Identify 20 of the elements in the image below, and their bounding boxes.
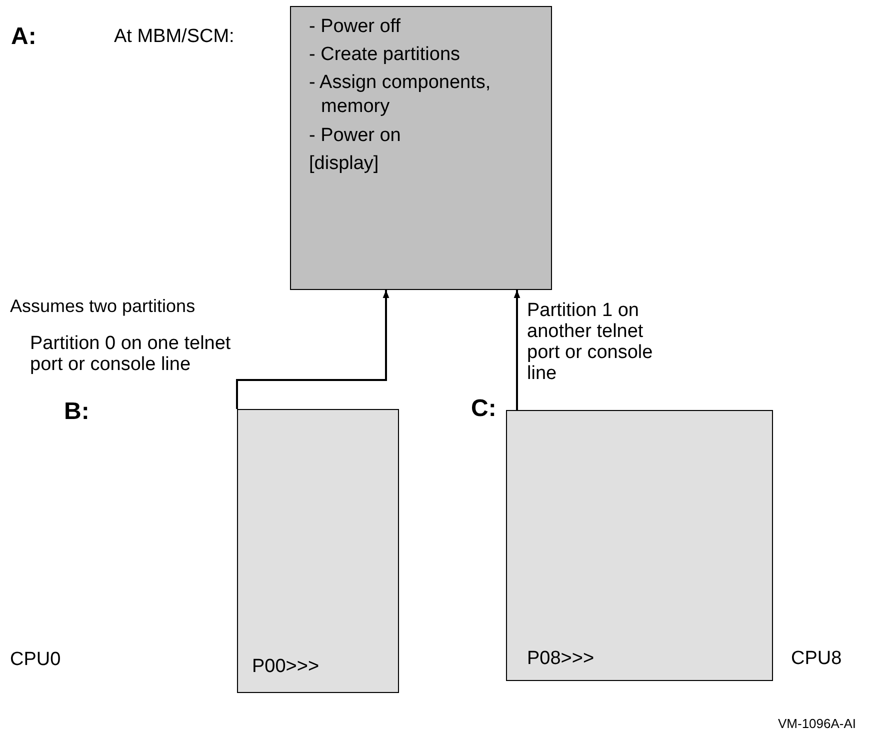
cpu-label: CPU0 <box>10 648 61 672</box>
section-letter: A: <box>11 25 36 49</box>
panel-box <box>237 409 399 693</box>
connector-arrow <box>514 290 520 410</box>
section-letter: C: <box>471 397 496 421</box>
note-text: Assumes two partitions <box>10 295 196 318</box>
list-item: - Create partitions <box>309 43 460 67</box>
list-item: - Power off <box>309 15 401 39</box>
figure-id: VM-1096A-AI <box>778 715 856 733</box>
prompt-text: P08>>> <box>527 647 594 671</box>
section-letter: B: <box>64 400 90 424</box>
cpu-label: CPU8 <box>791 647 842 671</box>
prompt-text: P00>>> <box>252 655 320 679</box>
list-item: - Assign components, memory <box>309 71 492 119</box>
connector-arrow <box>236 290 390 409</box>
heading-text: At MBM/SCM: <box>114 25 234 49</box>
edge-label: Partition 0 on one telnet port or console line <box>30 333 232 375</box>
edge-label: Partition 1 on another telnet port or console line <box>527 300 654 384</box>
list-item: [display] <box>309 152 379 176</box>
list-item: - Power on <box>309 124 401 148</box>
